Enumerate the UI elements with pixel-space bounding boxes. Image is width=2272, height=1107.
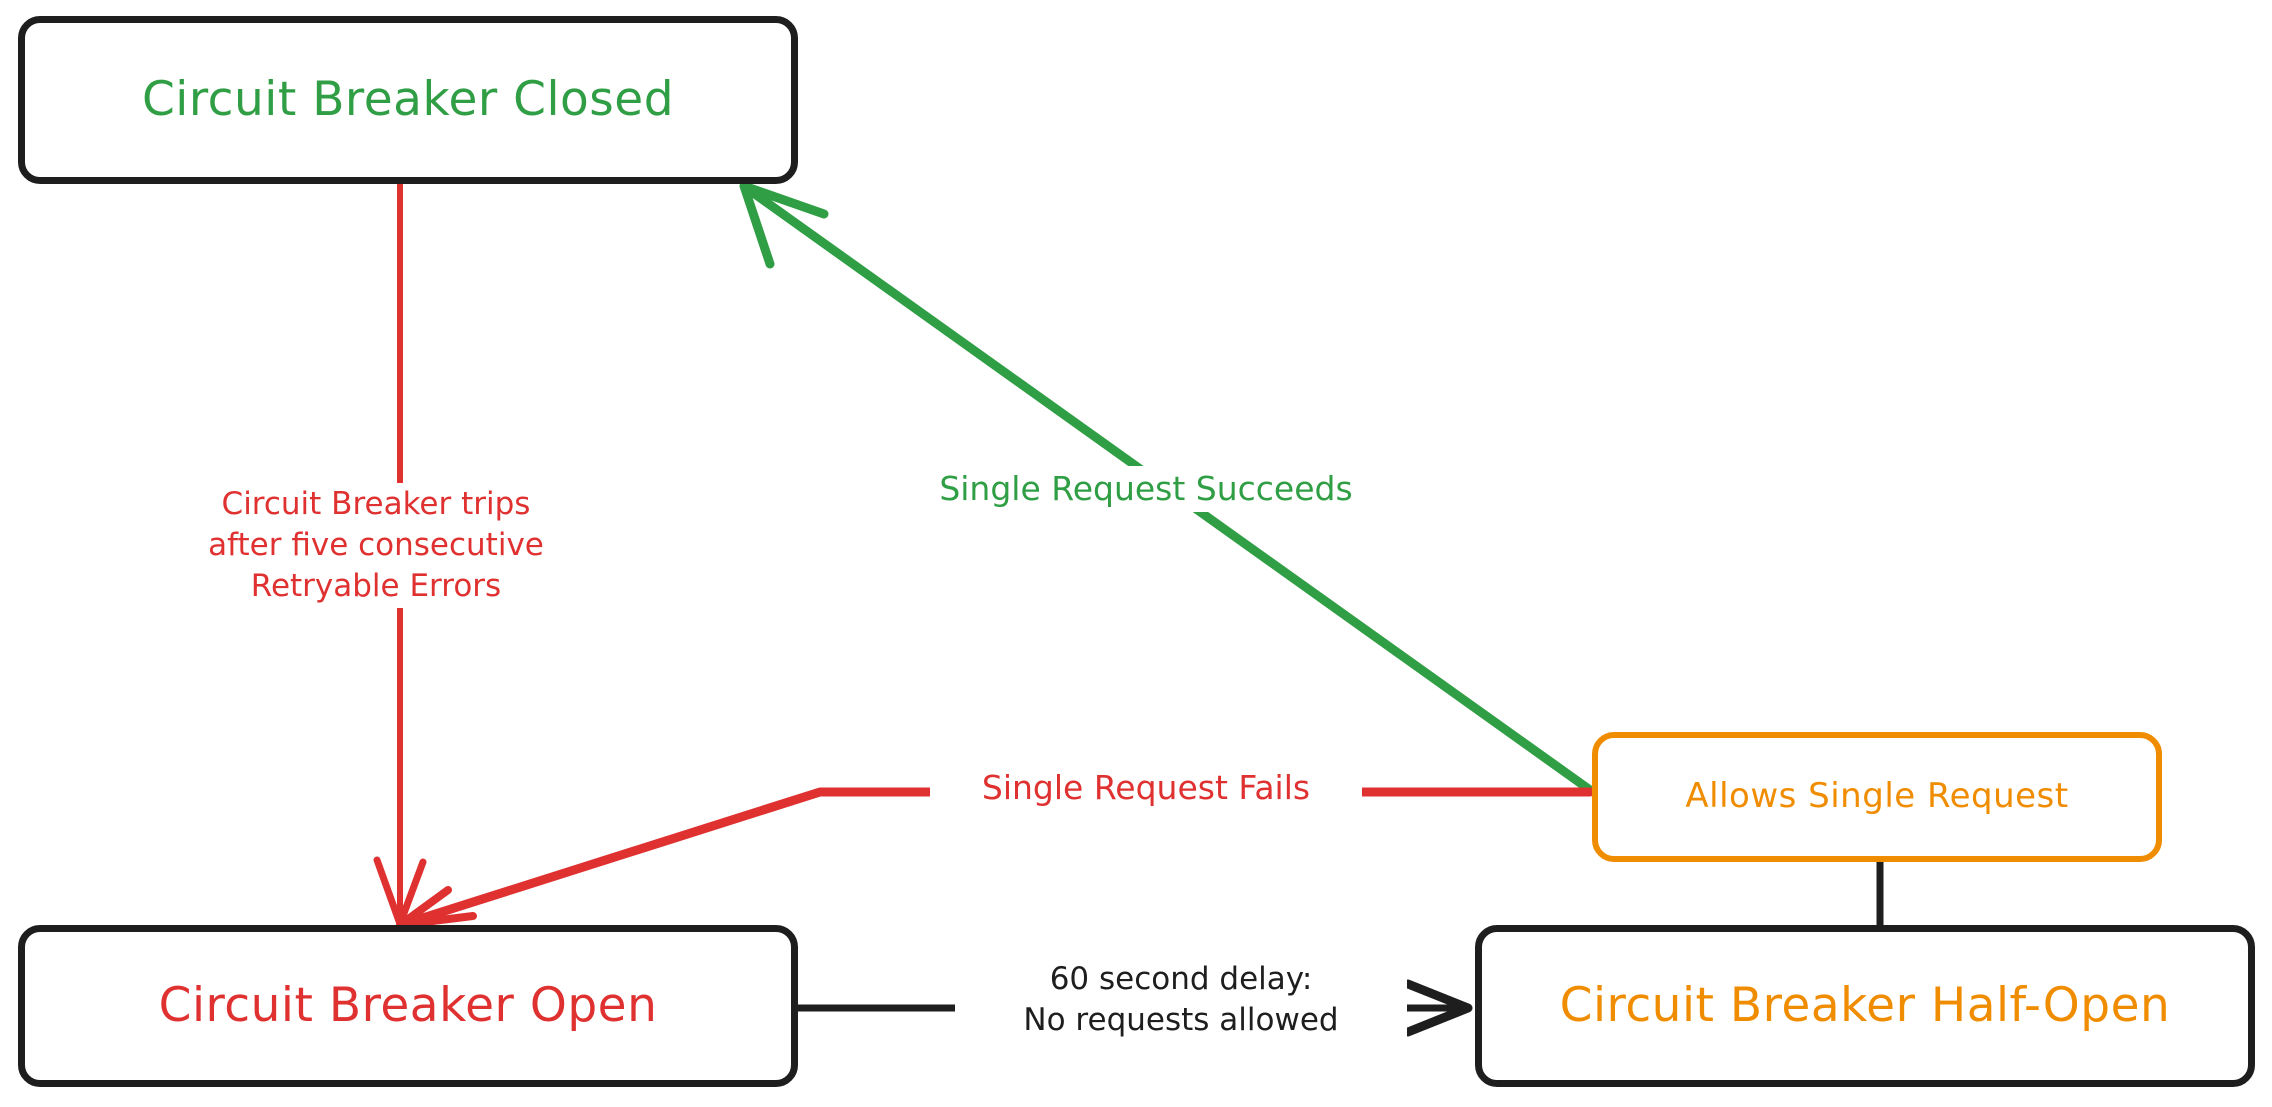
edge-label-circuit-breaker-trips: Circuit Breaker trips after five consecu… <box>160 483 592 608</box>
edge-allows-to-closed-arrowhead <box>739 181 829 269</box>
state-node-open-label: Circuit Breaker Open <box>158 978 658 1034</box>
edge-label-single-request-fails: Single Request Fails <box>930 765 1362 811</box>
edge-open-to-halfopen-arrowhead <box>1403 979 1473 1037</box>
state-node-allows-label: Allows Single Request <box>1685 776 2069 817</box>
state-node-half-open-label: Circuit Breaker Half-Open <box>1559 978 2171 1034</box>
edge-allows-to-open-line <box>405 787 1595 927</box>
edge-label-single-request-succeeds: Single Request Succeeds <box>905 466 1387 512</box>
edge-label-sixty-second-delay: 60 second delay: No requests allowed <box>955 958 1407 1042</box>
state-node-allows-single-request[interactable]: Allows Single Request <box>1592 732 2162 862</box>
state-node-circuit-breaker-half-open[interactable]: Circuit Breaker Half-Open <box>1475 925 2255 1087</box>
state-node-closed-label: Circuit Breaker Closed <box>141 72 675 128</box>
edge-closed-to-open-arrowhead <box>373 856 427 928</box>
edge-allows-to-open-arrowhead <box>396 886 477 929</box>
edge-allows-to-open <box>396 787 1595 929</box>
state-node-circuit-breaker-open[interactable]: Circuit Breaker Open <box>18 925 798 1087</box>
state-node-circuit-breaker-closed[interactable]: Circuit Breaker Closed <box>18 16 798 184</box>
